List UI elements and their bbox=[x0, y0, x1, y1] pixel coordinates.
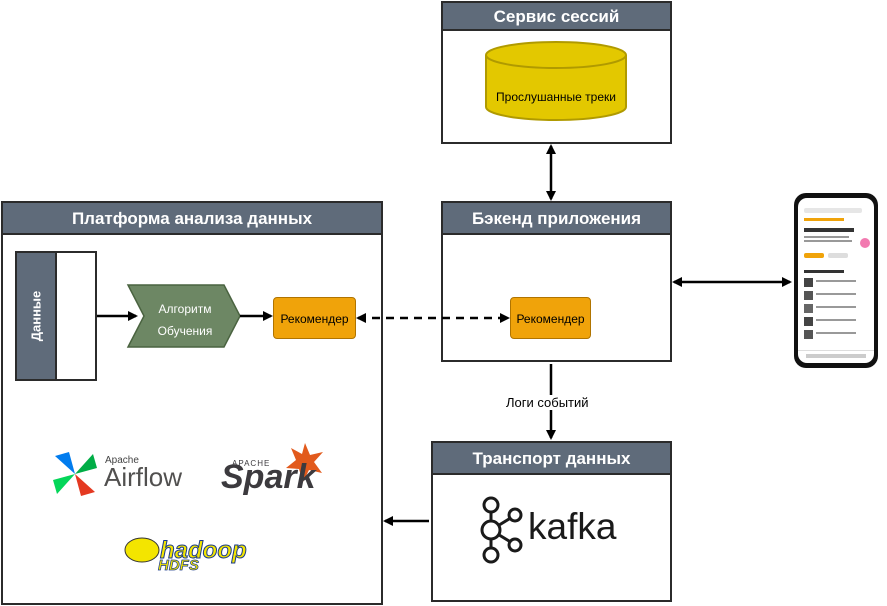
hadoop-label: hadoop bbox=[160, 537, 248, 565]
transport-title: Транспорт данных bbox=[433, 443, 670, 475]
platform-title: Платформа анализа данных bbox=[3, 203, 381, 235]
data-table-header: Данные bbox=[17, 253, 57, 379]
airflow-small-label: Apache bbox=[105, 455, 139, 466]
data-table: Данные bbox=[15, 251, 97, 381]
database-cylinder bbox=[485, 41, 627, 121]
platform-recommender: Рекомендер bbox=[273, 297, 356, 339]
phone-mockup bbox=[794, 193, 878, 368]
listened-tracks-label: Прослушанные треки bbox=[496, 90, 616, 104]
transport-box: Транспорт данных bbox=[431, 441, 672, 602]
algorithm-label-line1: Алгоритм bbox=[158, 302, 212, 316]
airflow-label: Airflow bbox=[104, 462, 183, 492]
event-logs-label: Логи событий bbox=[504, 395, 591, 410]
phone-screen bbox=[798, 198, 874, 363]
kafka-label: kafka bbox=[528, 506, 617, 547]
spark-label: Spark bbox=[221, 458, 316, 496]
backend-box: Бэкенд приложения bbox=[441, 201, 672, 362]
hdfs-label: HDFS bbox=[158, 557, 200, 575]
backend-title: Бэкенд приложения bbox=[443, 203, 670, 235]
algorithm-label-line2: Обучения bbox=[157, 324, 213, 338]
backend-recommender: Рекомендер bbox=[510, 297, 591, 339]
session-service-title: Сервис сессий bbox=[443, 3, 670, 31]
spark-small-label: APACHE bbox=[232, 459, 271, 468]
